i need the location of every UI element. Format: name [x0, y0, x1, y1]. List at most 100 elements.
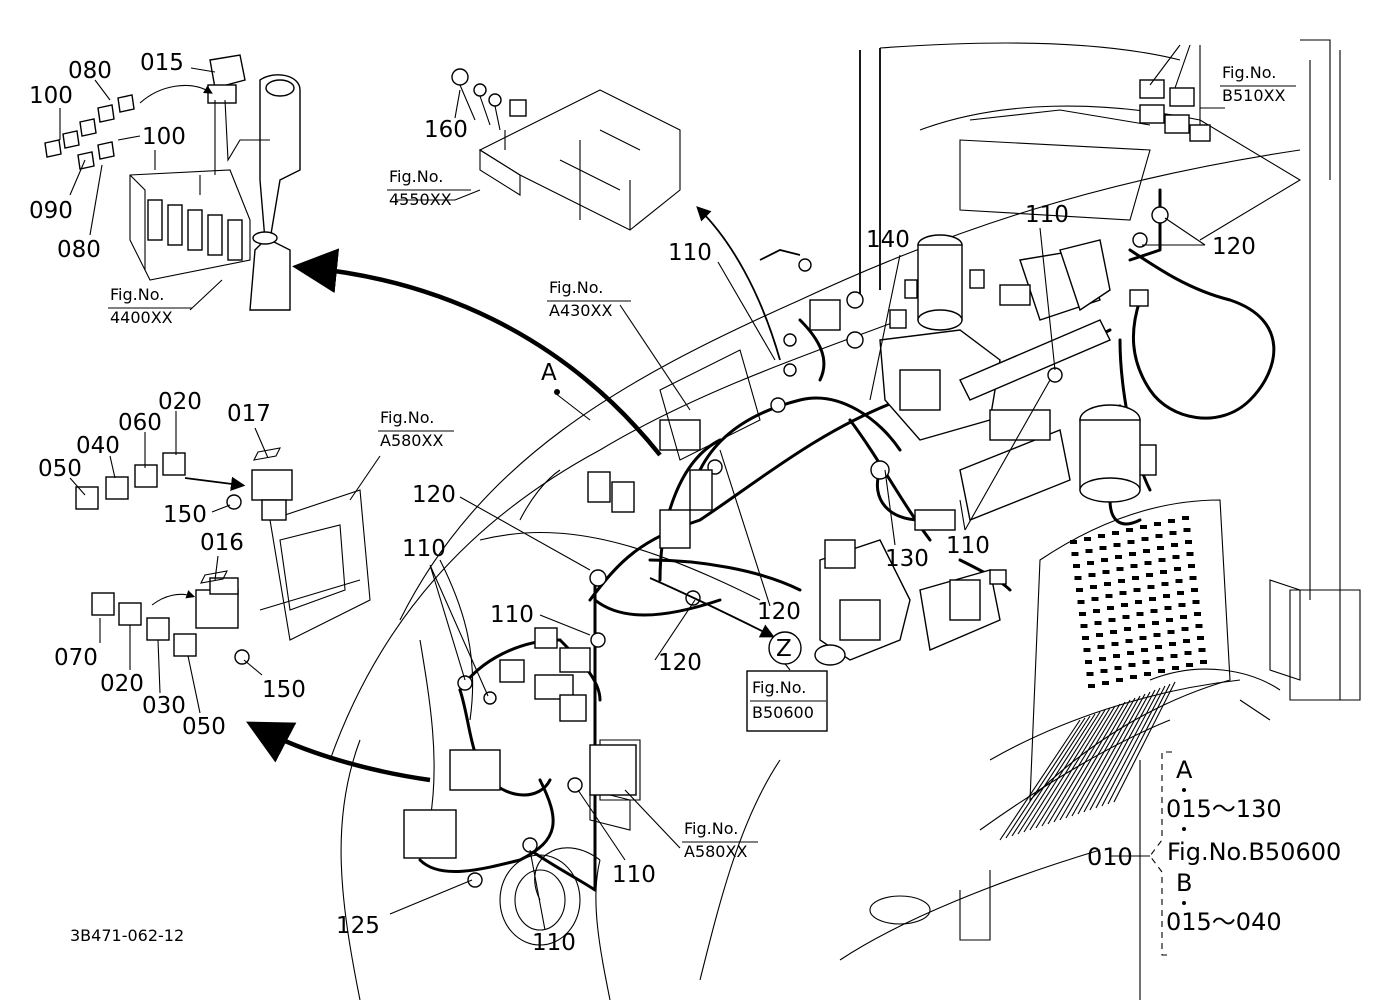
callout-110-left: 110: [402, 536, 446, 562]
grille-hole: [1154, 522, 1161, 526]
callout-015: 015: [140, 50, 184, 76]
mesh-line: [1065, 697, 1136, 819]
mesh-line: [1089, 689, 1156, 811]
legend-a-range: 015～130: [1166, 795, 1282, 823]
grille-hole: [1113, 543, 1121, 547]
grille-hole: [1141, 537, 1149, 541]
grille-hole: [1141, 648, 1148, 652]
grille-hole: [1155, 645, 1162, 649]
grille-hole: [1191, 588, 1198, 592]
grille-hole: [1181, 627, 1189, 631]
relay-bracket-detail: [75, 447, 371, 665]
grille-hole: [1126, 528, 1133, 532]
grille-hole: [1161, 582, 1169, 586]
grille-hole: [1177, 591, 1184, 595]
callout-110-bottom2: 110: [532, 930, 576, 956]
grille-hole: [1122, 615, 1130, 619]
fig-ref-4400-label: Fig.No.: [110, 285, 164, 304]
callout-130: 130: [885, 546, 929, 572]
grille-hole: [1169, 531, 1177, 535]
callout-020-bottom: 020: [100, 671, 144, 697]
grille-hole: [1158, 558, 1166, 562]
grille-hole: [1128, 663, 1136, 667]
grille-hole: [1088, 684, 1095, 688]
grille-hole: [1185, 540, 1192, 544]
mesh-line: [1107, 683, 1171, 805]
fig-ref-a430-number: A430XX: [549, 301, 612, 320]
grille-hole: [1082, 636, 1089, 640]
grille-hole: [1125, 639, 1133, 643]
grille-hole: [1184, 651, 1192, 655]
tractor-body: [329, 39, 1361, 1001]
grille-hole: [1116, 567, 1124, 571]
grille-hole: [1116, 678, 1123, 682]
callout-080-bottom: 080: [57, 237, 101, 263]
grille-hole: [1186, 552, 1194, 556]
callout-016: 016: [200, 530, 244, 556]
grille-hole: [1102, 570, 1110, 574]
grille-hole: [1083, 648, 1091, 652]
grille-hole: [1107, 606, 1114, 610]
main-connectors: [403, 44, 1211, 859]
grille-hole: [1192, 600, 1200, 604]
mesh-line: [1059, 699, 1131, 821]
callout-070: 070: [54, 645, 98, 671]
reference-point-z: Z: [776, 636, 792, 662]
grille-hole: [1129, 552, 1136, 556]
grille-hole: [1119, 591, 1127, 595]
grille-hole: [1091, 597, 1099, 601]
grille-hole: [1093, 609, 1100, 613]
grille-hole: [1113, 654, 1120, 658]
mesh-line: [1095, 687, 1161, 809]
callout-120-center: 120: [757, 599, 801, 625]
grille-hole: [1104, 582, 1111, 586]
callout-017: 017: [227, 401, 271, 427]
grille-hole: [1133, 588, 1141, 592]
grille-hole: [1097, 645, 1105, 649]
grille-hole: [1163, 594, 1170, 598]
callout-110-top-right: 110: [1025, 202, 1069, 228]
grille-hole: [1102, 681, 1109, 685]
grille-hole: [1099, 657, 1106, 661]
grille-hole: [1105, 594, 1113, 598]
callout-150-top: 150: [163, 502, 207, 528]
grille-hole: [1090, 585, 1097, 589]
grille-hole: [1077, 600, 1085, 604]
engine-components: [759, 234, 1141, 666]
callout-100-right: 100: [142, 124, 186, 150]
fig-ref-b510-label: Fig.No.: [1222, 63, 1276, 82]
mesh-line: [1101, 685, 1166, 807]
callouts: 015 080 100 100 090 080 160 110 140 110 …: [29, 50, 1256, 956]
grille-hole: [1070, 540, 1077, 544]
grille-hole: [1183, 639, 1190, 643]
legend-b-label: B: [1176, 869, 1192, 897]
grille-hole: [1146, 573, 1153, 577]
grille-hole: [1197, 636, 1204, 640]
callout-120-mid2: 120: [658, 650, 702, 676]
fuse-box-detail: [44, 54, 301, 311]
grille-hole: [1156, 657, 1164, 661]
callout-150-bottom: 150: [262, 677, 306, 703]
fig-ref-b50600-number: B50600: [752, 703, 814, 722]
grille-hole: [1194, 612, 1201, 616]
grille-hole: [1088, 573, 1096, 577]
mesh-line: [999, 719, 1081, 841]
grille-hole: [1127, 540, 1135, 544]
grille-hole: [1167, 630, 1175, 634]
grille-hole: [1118, 579, 1125, 583]
grille-hole: [1087, 561, 1094, 565]
grille-hole: [1143, 549, 1150, 553]
grille-hole: [1180, 615, 1187, 619]
grille-hole: [1142, 660, 1150, 664]
grille-hole: [1158, 669, 1165, 673]
mesh-line: [1041, 705, 1116, 827]
grille-hole: [1178, 603, 1186, 607]
grille-hole: [1140, 525, 1147, 529]
grille-hole: [1079, 612, 1086, 616]
grille-hole: [1171, 543, 1178, 547]
grille-hole: [1096, 633, 1103, 637]
mesh-line: [1011, 715, 1091, 837]
grille-hole: [1086, 672, 1094, 676]
grille-hole: [1175, 579, 1183, 583]
